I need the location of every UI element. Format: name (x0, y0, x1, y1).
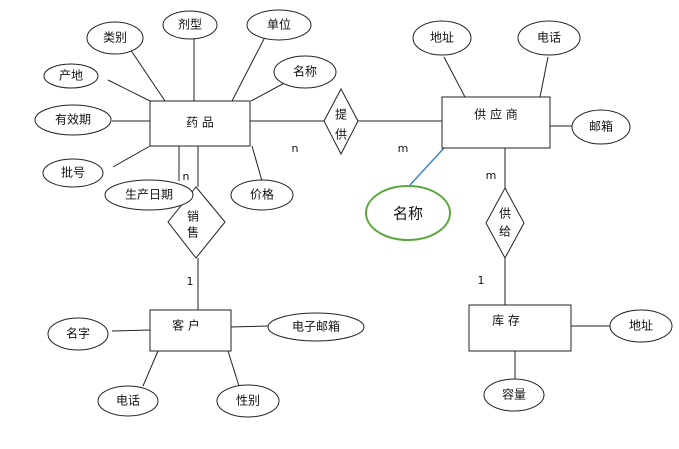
cardinality-supplier-supply: m (486, 169, 497, 182)
relation-provide[interactable]: 提 供 (323, 87, 359, 156)
attr-supplier-mail[interactable]: 邮箱 (571, 109, 631, 145)
attr-supplier-name[interactable]: 名称 (365, 185, 451, 241)
entity-drug-label: 药 品 (186, 116, 214, 130)
relation-provide-char-2: 供 (335, 128, 347, 142)
attr-prod-date[interactable]: 生产日期 (104, 179, 194, 211)
entity-customer-label: 客 户 (172, 318, 200, 333)
entity-inventory[interactable]: 库 存 (468, 304, 572, 352)
attr-expiry-label: 有效期 (55, 112, 91, 127)
entity-inventory-label: 库 存 (492, 313, 520, 328)
cardinality-provide-supplier: m (398, 142, 409, 155)
attr-batch[interactable]: 批号 (42, 158, 104, 188)
attr-inventory-address-label: 地址 (629, 319, 653, 333)
attr-customer-name-label: 名字 (66, 326, 90, 341)
attr-inventory-capacity[interactable]: 容量 (483, 378, 545, 412)
attr-supplier-address-label: 地址 (430, 31, 454, 45)
attr-unit[interactable]: 单位 (246, 9, 312, 41)
attr-category[interactable]: 类别 (86, 21, 144, 55)
attr-origin[interactable]: 产地 (43, 63, 99, 89)
attr-customer-gender[interactable]: 性别 (216, 384, 280, 418)
attr-drug-name-label: 名称 (293, 64, 317, 79)
cardinality-drug-provide: n (292, 142, 299, 155)
attr-batch-label: 批号 (61, 165, 85, 180)
attr-inventory-address[interactable]: 地址 (609, 309, 673, 343)
attr-supplier-phone-label: 电话 (537, 31, 561, 45)
entity-supplier[interactable]: 供 应 商 (441, 96, 551, 149)
attr-form-label: 剂型 (178, 17, 202, 32)
attr-expiry[interactable]: 有效期 (34, 104, 112, 136)
entity-drug[interactable]: 药 品 (149, 100, 251, 147)
cardinality-sell-customer: 1 (187, 275, 194, 288)
attr-category-label: 类别 (103, 31, 127, 45)
attr-form[interactable]: 剂型 (162, 10, 218, 40)
attr-supplier-mail-label: 邮箱 (589, 119, 613, 134)
connector-lines (107, 36, 611, 387)
attr-customer-email[interactable]: 电子邮箱 (267, 312, 365, 342)
relation-supply-char-1: 供 (499, 207, 511, 221)
entity-customer[interactable]: 客 户 (149, 309, 232, 352)
relation-supply-char-2: 给 (499, 225, 511, 239)
attr-inventory-capacity-label: 容量 (502, 387, 526, 402)
attr-price[interactable]: 价格 (230, 179, 294, 211)
attr-customer-email-label: 电子邮箱 (292, 319, 340, 334)
attr-customer-name[interactable]: 名字 (47, 317, 109, 351)
cardinality-supply-inventory: 1 (478, 274, 485, 287)
relation-sell-char-2: 售 (187, 225, 199, 240)
attr-supplier-phone[interactable]: 电话 (517, 20, 581, 56)
relation-supply[interactable]: 供 给 (485, 186, 525, 260)
relation-provide-char-1: 提 (335, 107, 347, 122)
relation-sell-char-1: 销 (187, 210, 199, 224)
attr-customer-gender-label: 性别 (236, 394, 260, 408)
attr-supplier-name-label: 名称 (393, 205, 423, 223)
attr-supplier-address[interactable]: 地址 (412, 20, 472, 56)
attr-unit-label: 单位 (267, 17, 291, 32)
attr-drug-name[interactable]: 名称 (273, 55, 337, 89)
attr-customer-phone[interactable]: 电话 (97, 385, 159, 417)
attr-origin-label: 产地 (59, 69, 83, 83)
attr-price-label: 价格 (250, 187, 274, 202)
cardinality-drug-sell: n (183, 170, 190, 183)
entity-supplier-label: 供 应 商 (474, 107, 518, 122)
attr-prod-date-label: 生产日期 (125, 188, 173, 202)
highlight-connector (409, 147, 445, 186)
attr-customer-phone-label: 电话 (116, 394, 140, 408)
